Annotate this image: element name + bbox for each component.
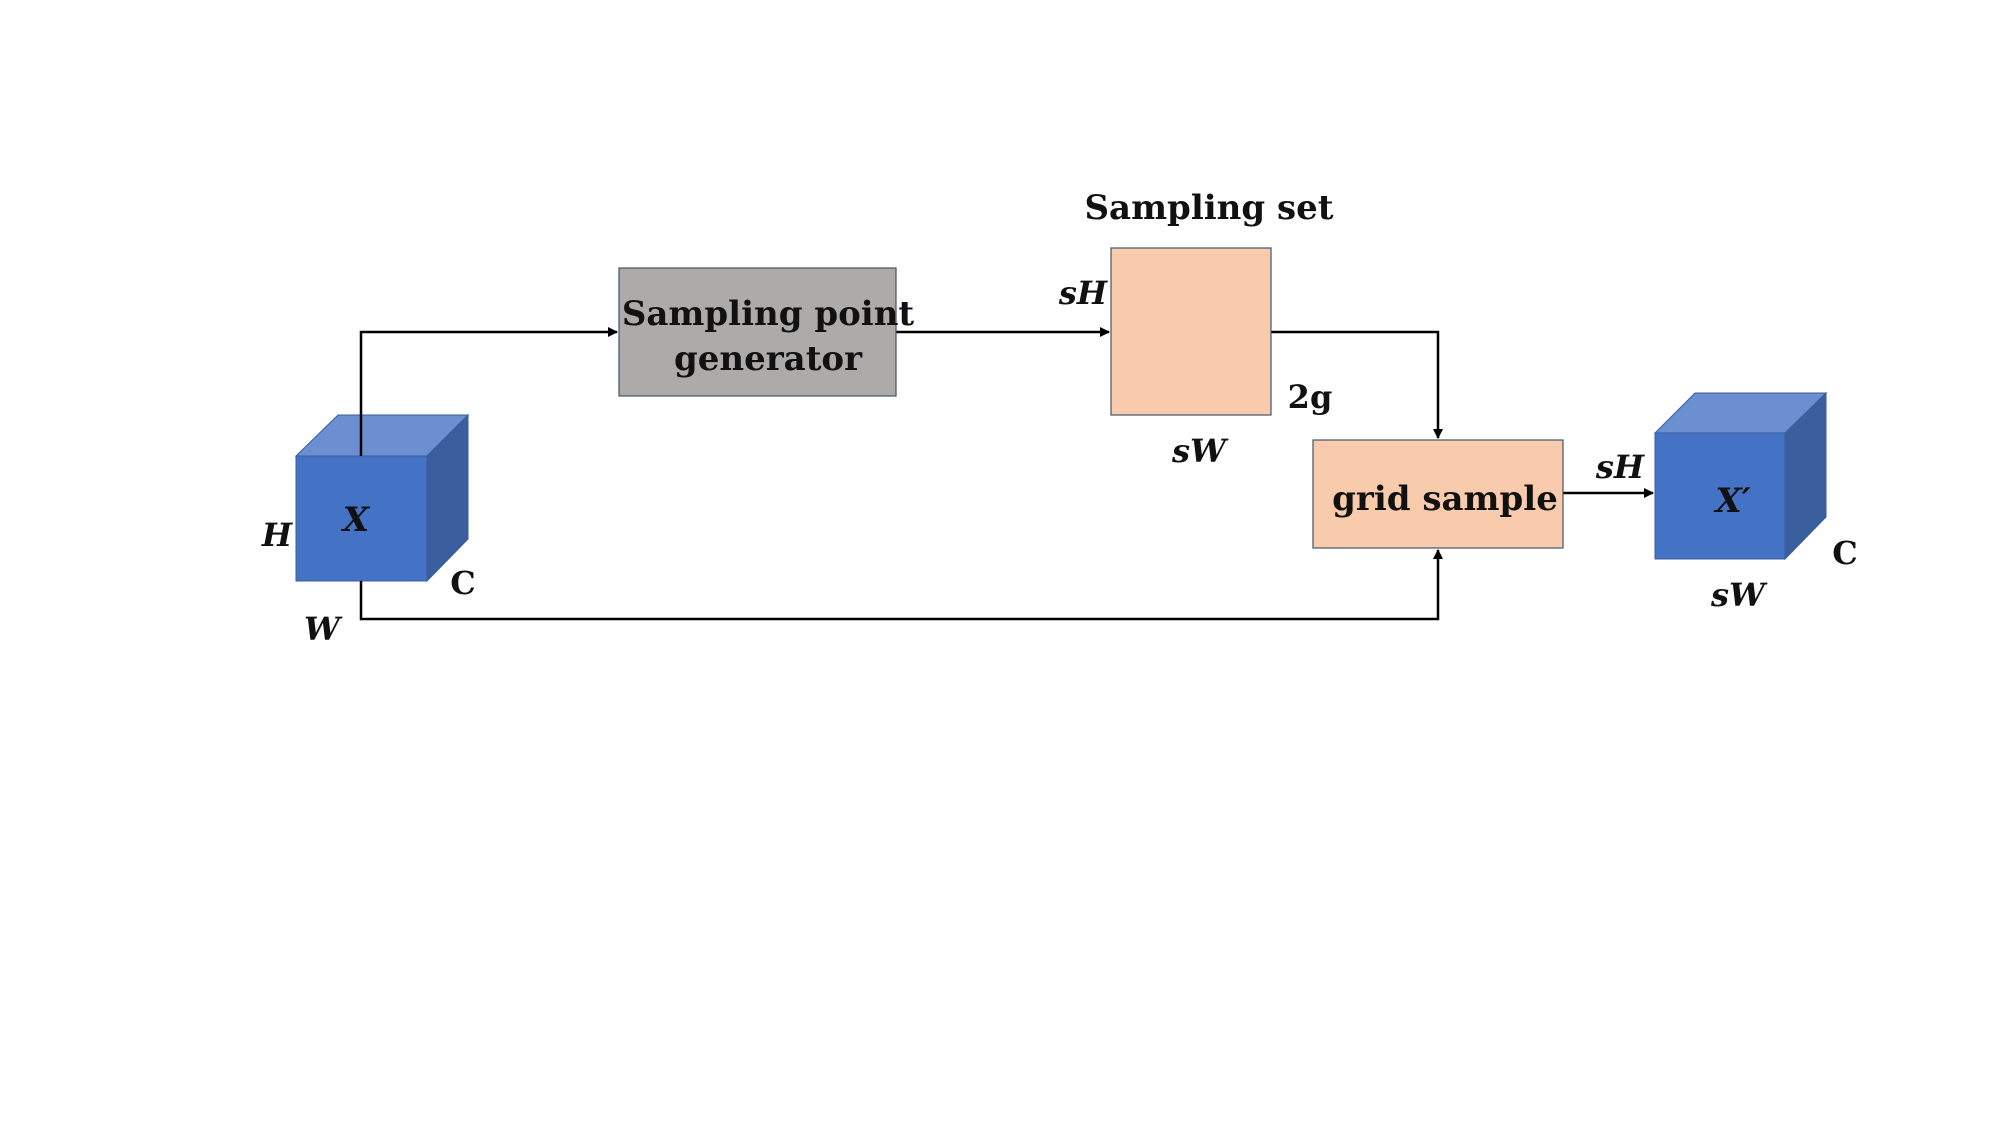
sampling-set-width-label: sW — [1171, 432, 1229, 470]
generator-label-line1: Sampling point — [622, 294, 915, 334]
input-cube-front — [295, 455, 428, 582]
grid-sample-box — [1312, 439, 1564, 549]
input-width-label: W — [304, 610, 343, 648]
input-height-label: H — [261, 516, 294, 554]
sampling-set-box — [1110, 247, 1272, 416]
generator-label-line2: generator — [674, 339, 863, 379]
input-tensor-cube — [294, 413, 470, 583]
sampling-point-generator-box — [618, 267, 897, 397]
output-tensor-label: X′ — [1713, 481, 1750, 521]
sampling-set-height-label: sH — [1058, 274, 1109, 312]
output-tensor-cube — [1653, 391, 1828, 561]
output-channel-label: C — [1832, 534, 1857, 572]
connector-input-to-generator — [359, 327, 618, 456]
input-tensor-label: X — [341, 500, 371, 540]
connector-sampling-set-to-grid-sample — [1271, 330, 1443, 439]
input-channel-label: C — [450, 564, 475, 602]
sampling-set-title: Sampling set — [1085, 188, 1334, 228]
sampling-set-channel-label: 2g — [1288, 378, 1333, 416]
output-height-label: sH — [1595, 448, 1646, 486]
connector-input-to-grid-sample — [359, 549, 1443, 621]
grid-sample-label: grid sample — [1332, 479, 1558, 519]
output-width-label: sW — [1710, 576, 1768, 614]
output-cube-front — [1654, 432, 1786, 560]
